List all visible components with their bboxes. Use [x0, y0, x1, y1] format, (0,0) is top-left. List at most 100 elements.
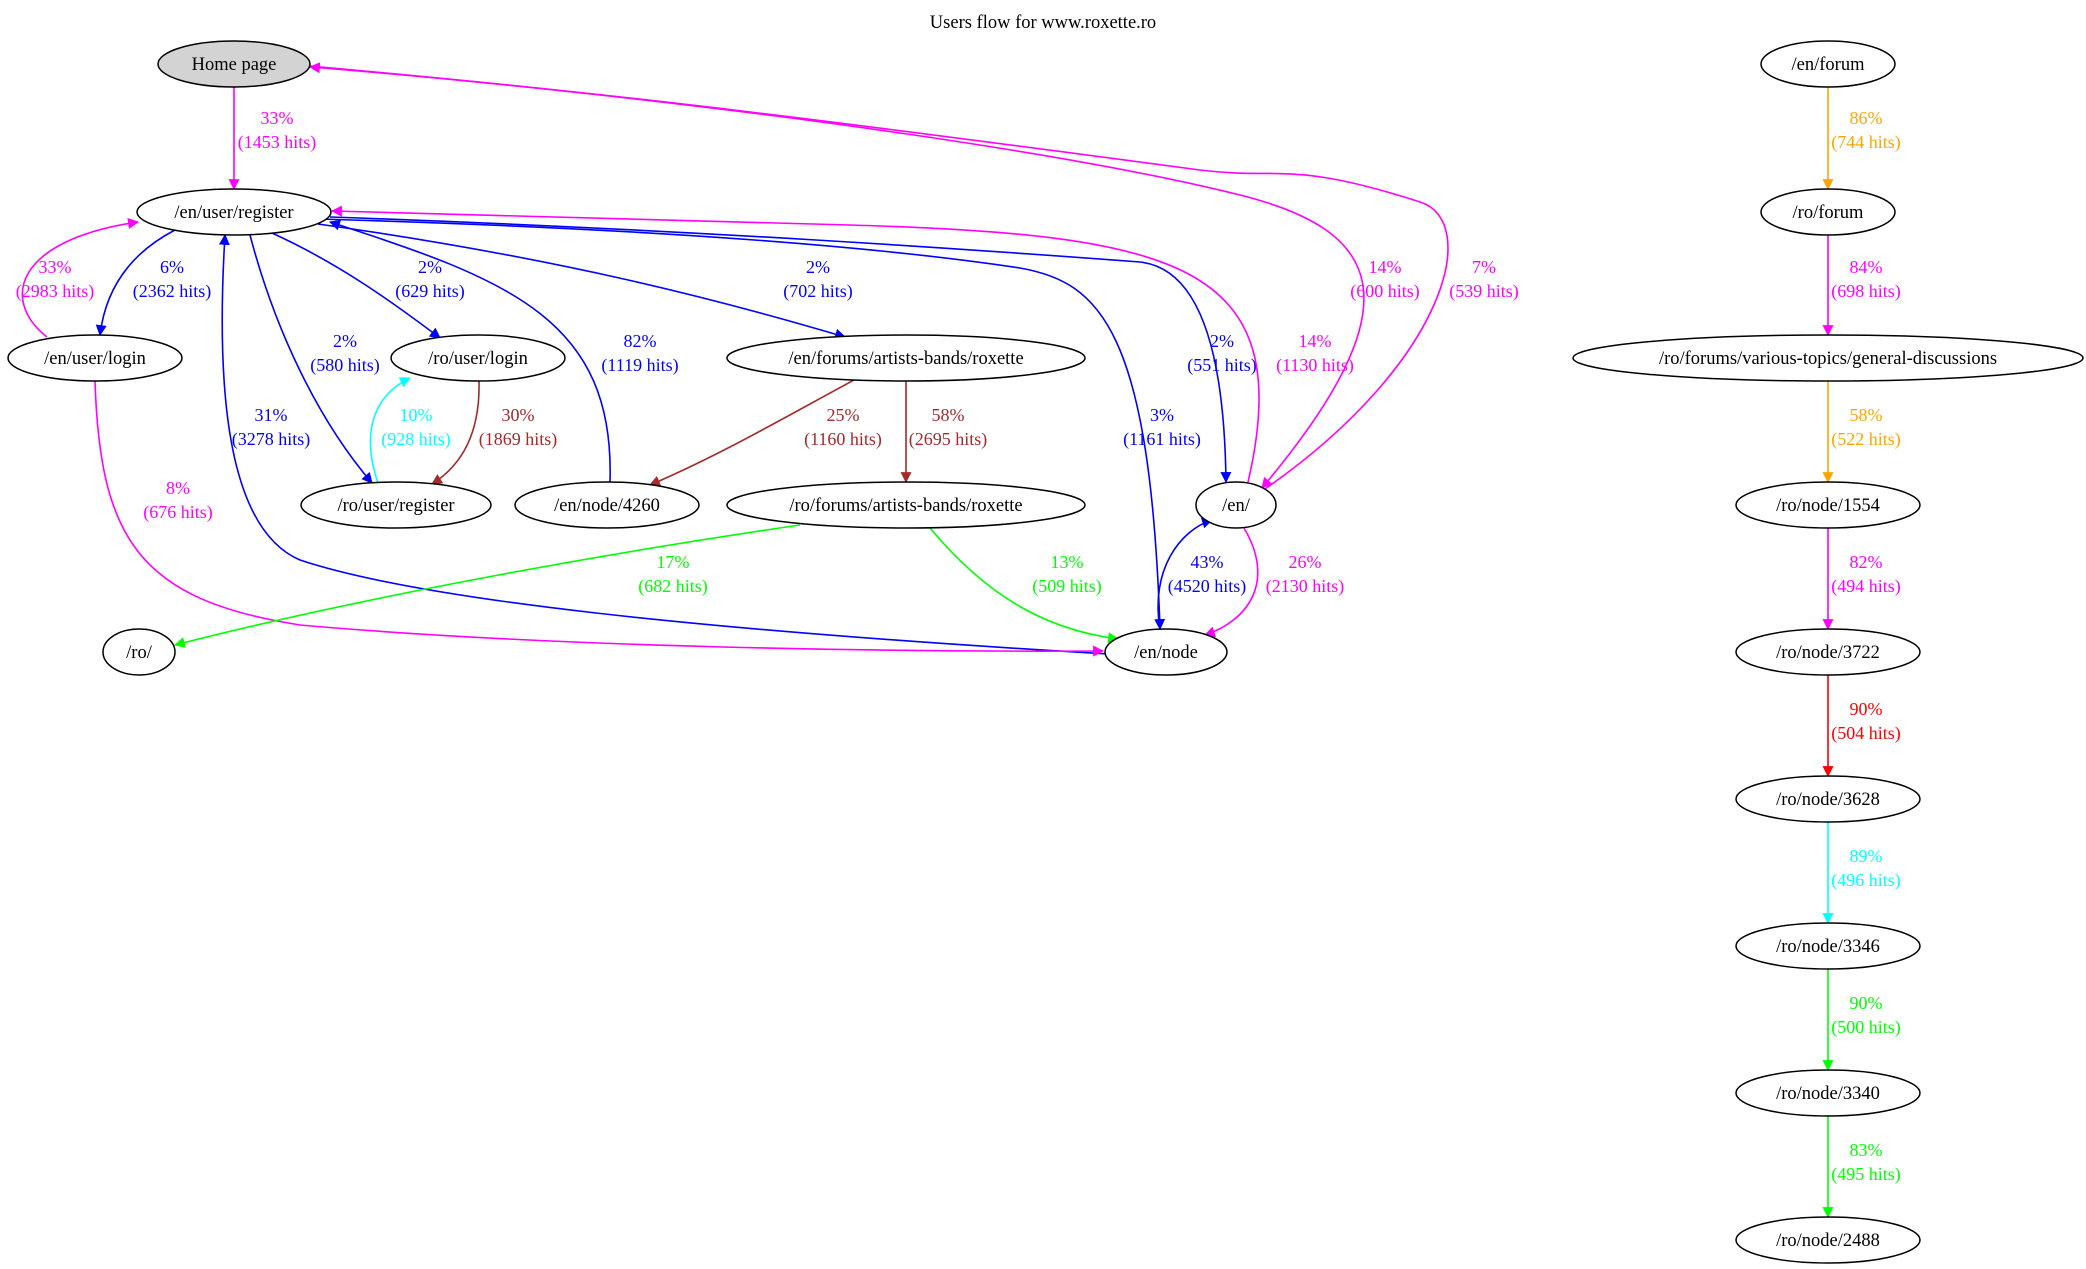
- nodes-layer: Home page/en/user/register/en/user/login…: [7, 40, 2084, 1264]
- edge-hits-label: (744 hits): [1831, 132, 1901, 153]
- edge-hits-label: (629 hits): [395, 281, 465, 302]
- edge-percent-label: 25%: [827, 405, 860, 425]
- node-label: /ro/forum: [1793, 203, 1865, 223]
- node-en-user-login: /en/user/login: [7, 334, 183, 382]
- node-ro-root: /ro/: [102, 628, 176, 676]
- node-label: /en/user/login: [44, 349, 146, 369]
- edge-hits-label: (509 hits): [1032, 576, 1102, 597]
- edge-percent-label: 8%: [166, 478, 190, 498]
- edge-en_user_register-to-en_root: 2%(551 hits): [329, 216, 1257, 484]
- node-ellipse: [136, 188, 332, 236]
- edge-en_forums_roxette-to-ro_forums_roxette: 58%(2695 hits): [900, 381, 987, 484]
- edge-line: [308, 62, 1449, 490]
- edge-percent-label: 58%: [1850, 405, 1883, 425]
- edge-hits-label: (4520 hits): [1168, 576, 1247, 597]
- node-ro-user-register: /ro/user/register: [300, 481, 492, 529]
- edge-percent-label: 82%: [624, 331, 657, 351]
- edge-en_user_login-to-en_node: 8% (676 hits): [94, 380, 1105, 657]
- edge-en_node-to-en_root: 43%(4520 hits): [1157, 517, 1247, 630]
- edge-ro_forums_roxette-to-ro_root: 17%(682 hits): [173, 524, 801, 648]
- edge-en_user_register-to-en_node: 3% (1161 hits): [319, 218, 1201, 631]
- edge-hits-label: (698 hits): [1831, 281, 1901, 302]
- node-ellipse: [1735, 922, 1921, 970]
- edge-line: [317, 223, 847, 340]
- edge-percent-label: 89%: [1850, 846, 1883, 866]
- node-label: /ro/node/3340: [1776, 1084, 1880, 1104]
- edge-home-to-en_user_register: 33%(1453 hits): [228, 87, 317, 191]
- node-ro-node-3722: /ro/node/3722: [1735, 628, 1921, 676]
- node-label: /ro/node/3346: [1776, 937, 1880, 957]
- edge-ro_forum-to-ro_general: 84%(698 hits): [1822, 235, 1901, 337]
- node-label: /en/node/4260: [554, 496, 660, 516]
- edge-hits-label: (496 hits): [1831, 870, 1901, 891]
- edge-percent-label: 26%: [1289, 552, 1322, 572]
- edge-percent-label: 2%: [806, 257, 830, 277]
- node-en-forum: /en/forum: [1760, 40, 1896, 88]
- edge-line: [271, 232, 441, 339]
- edge-en_root-to-home: 7%(539 hits): [308, 62, 1519, 490]
- edge-percent-label: 14%: [1369, 257, 1402, 277]
- edge-en_forum-to-ro_forum: 86%(744 hits): [1822, 87, 1901, 191]
- edge-en_node_4260-to-en_user_register: 82%(1119 hits): [328, 219, 679, 483]
- edge-hits-label: (1453 hits): [238, 132, 317, 153]
- edge-ro_node_1554-to-ro_node_3722: 82%(494 hits): [1822, 528, 1901, 631]
- node-ellipse: [7, 334, 183, 382]
- edge-hits-label: (600 hits): [1350, 281, 1420, 302]
- edge-line: [369, 377, 411, 484]
- node-home: Home page: [157, 40, 311, 88]
- edges-layer: 33%(1453 hits)33%(2983 hits)6%(2362 hits…: [16, 62, 1901, 1219]
- edge-line: [95, 229, 176, 337]
- node-ellipse: [726, 334, 1086, 382]
- edge-hits-label: (676 hits): [143, 502, 213, 523]
- node-ro-general: /ro/forums/various-topics/general-discus…: [1572, 334, 2084, 382]
- node-ellipse: [300, 481, 492, 529]
- edge-line: [328, 219, 611, 483]
- edge-hits-label: (1161 hits): [1123, 429, 1201, 450]
- edge-hits-label: (2130 hits): [1266, 576, 1345, 597]
- node-ellipse: [1104, 628, 1228, 676]
- edge-ro_user_register-to-ro_user_login: 10%(928 hits): [369, 377, 451, 484]
- edge-hits-label: (539 hits): [1449, 281, 1519, 302]
- node-ro-forum: /ro/forum: [1760, 188, 1896, 236]
- edge-hits-label: (3278 hits): [232, 429, 311, 450]
- node-label: /en/: [1222, 496, 1251, 516]
- node-ro-node-1554: /ro/node/1554: [1735, 481, 1921, 529]
- node-ellipse: [1735, 1216, 1921, 1264]
- node-label: /ro/user/register: [337, 496, 454, 516]
- edge-percent-label: 30%: [502, 405, 535, 425]
- edge-hits-label: (2362 hits): [133, 281, 212, 302]
- node-ellipse: [1760, 188, 1896, 236]
- edge-line: [1157, 517, 1214, 630]
- node-ellipse: [1195, 481, 1277, 529]
- edge-percent-label: 3%: [1150, 405, 1174, 425]
- node-ellipse: [1735, 775, 1921, 823]
- edge-en_user_login-to-en_user_register: 33%(2983 hits): [16, 217, 140, 338]
- node-label: /ro/node/1554: [1776, 496, 1880, 516]
- node-label: /en/forums/artists-bands/roxette: [788, 349, 1023, 369]
- edge-hits-label: (1160 hits): [804, 429, 882, 450]
- node-en-user-register: /en/user/register: [136, 188, 332, 236]
- node-label: /ro/node/3628: [1776, 790, 1880, 810]
- node-label: /en/node: [1134, 643, 1198, 663]
- edge-ro_node_3340-to-ro_node_2488: 83%(495 hits): [1822, 1116, 1901, 1219]
- edge-en_root-to-en_node: 26% (2130 hits): [1203, 527, 1345, 638]
- edge-line: [249, 234, 373, 484]
- node-ellipse: [1760, 40, 1896, 88]
- edge-percent-label: 31%: [255, 405, 288, 425]
- node-ro-node-2488: /ro/node/2488: [1735, 1216, 1921, 1264]
- edge-ro_node_3722-to-ro_node_3628: 90%(504 hits): [1822, 675, 1901, 778]
- diagram-title: Users flow for www.roxette.ro: [930, 13, 1156, 33]
- edge-percent-label: 90%: [1850, 993, 1883, 1013]
- edge-en_user_register-to-ro_user_register: 2%(580 hits): [249, 234, 380, 484]
- node-label: /ro/node/2488: [1776, 1231, 1880, 1251]
- edge-line: [94, 380, 1105, 657]
- edge-percent-label: 90%: [1850, 699, 1883, 719]
- edge-line: [218, 233, 1109, 655]
- node-label: /ro/forums/various-topics/general-discus…: [1659, 349, 1997, 369]
- edge-hits-label: (2983 hits): [16, 281, 95, 302]
- edge-percent-label: 83%: [1850, 1140, 1883, 1160]
- edge-hits-label: (1130 hits): [1276, 355, 1354, 376]
- edge-ro_user_login-to-ro_user_register: 30%(1869 hits): [431, 380, 557, 485]
- edge-en_node-to-en_user_register: 31% (3278 hits): [218, 233, 1109, 655]
